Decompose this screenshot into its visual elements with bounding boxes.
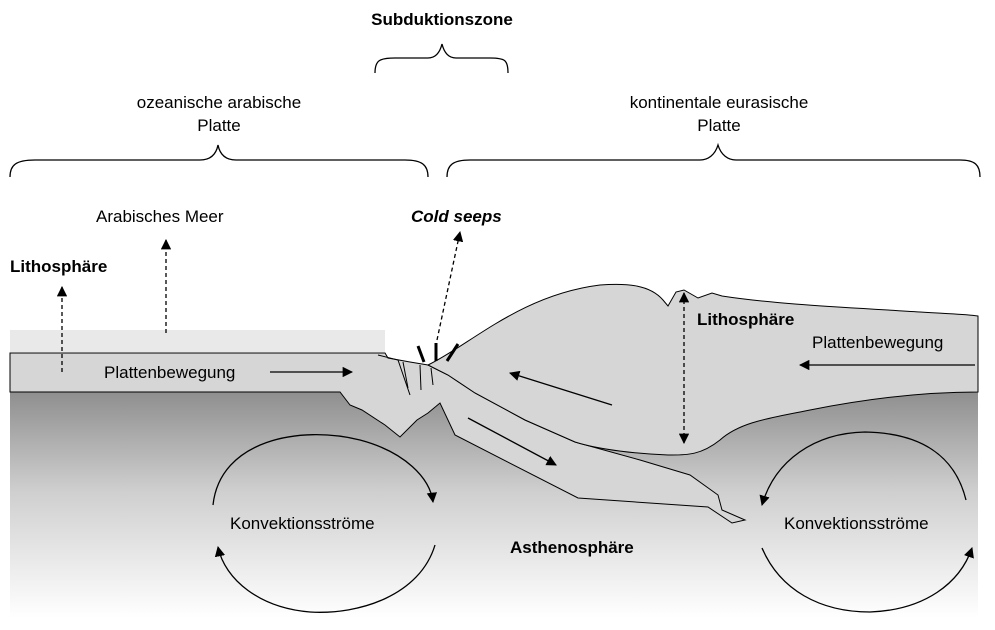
oceanic-plate-brace (10, 145, 428, 177)
continental-plate-brace (447, 145, 980, 177)
convection-left-label: Konvektionsströme (230, 514, 375, 533)
lithosphere-right-label: Lithosphäre (697, 310, 794, 329)
lithosphere-left-label: Lithosphäre (10, 257, 107, 276)
cold-seeps-arrow (437, 232, 460, 340)
plate-motion-right-label: Plattenbewegung (812, 333, 943, 352)
continental-plate-label-line2: Platte (697, 116, 740, 135)
arabian-sea-label: Arabisches Meer (96, 207, 224, 226)
convection-right-label: Konvektionsströme (784, 514, 929, 533)
cold-seeps-label: Cold seeps (411, 207, 502, 226)
subduction-zone-label: Subduktionszone (371, 10, 513, 29)
plate-motion-left-label: Plattenbewegung (104, 363, 235, 382)
continental-plate-label-line1: kontinentale eurasische (630, 93, 809, 112)
oceanic-plate-label-line1: ozeanische arabische (137, 93, 301, 112)
subduction-zone-brace (375, 44, 508, 73)
cold-seep-vent (418, 346, 424, 362)
sea-region (10, 330, 385, 352)
oceanic-plate-label-line2: Platte (197, 116, 240, 135)
asthenosphere-label: Asthenosphäre (510, 538, 634, 557)
